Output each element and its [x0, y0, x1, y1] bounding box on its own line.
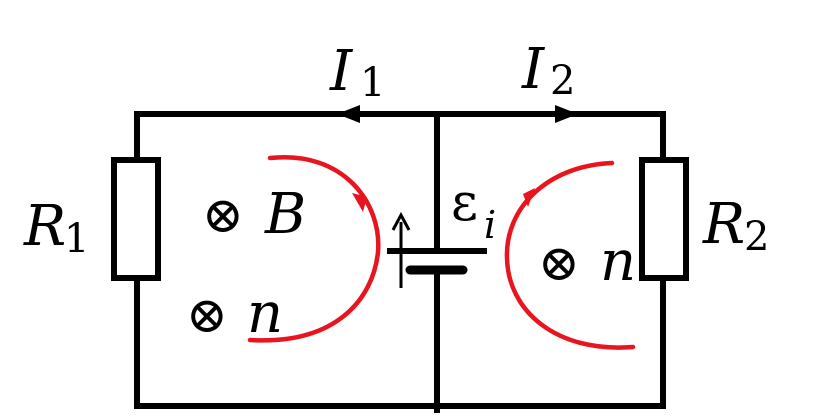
resistor-left-subscript: 1 [64, 216, 89, 262]
normal-left-label: n [247, 281, 283, 346]
current-left-subscript: 1 [360, 60, 385, 106]
current-right-label: I [521, 37, 546, 102]
resistor-right [639, 157, 689, 281]
emf-direction-arrow-icon [391, 211, 411, 231]
normal-left-into-page-icon: ⊗ [186, 286, 228, 344]
current-arrow-right-icon [555, 105, 578, 123]
current-right-subscript: 2 [550, 58, 575, 104]
circulation-right [504, 160, 636, 350]
field-into-page-icon: ⊗ [202, 186, 244, 244]
circulation-right-arc [504, 160, 636, 350]
normal-right-into-page-icon: ⊗ [538, 234, 580, 292]
current-left-label: I [329, 39, 354, 104]
circulation-left-arrow-icon [352, 193, 367, 212]
emf-source [387, 211, 487, 288]
circulation-left [247, 154, 381, 343]
resistor-right-subscript: 2 [744, 214, 769, 260]
circulation-left-arc [247, 154, 381, 343]
current-arrow-left-icon [337, 105, 360, 123]
circulation-right-arrow-icon [523, 188, 535, 207]
resistor-left-label: R [23, 194, 66, 259]
emf-label: ε [451, 173, 478, 233]
resistor-left [111, 157, 161, 281]
resistor-right-label: R [702, 192, 745, 257]
normal-right-label: n [600, 229, 636, 294]
emf-subscript: i [484, 203, 496, 247]
field-b-label: B [264, 182, 306, 247]
